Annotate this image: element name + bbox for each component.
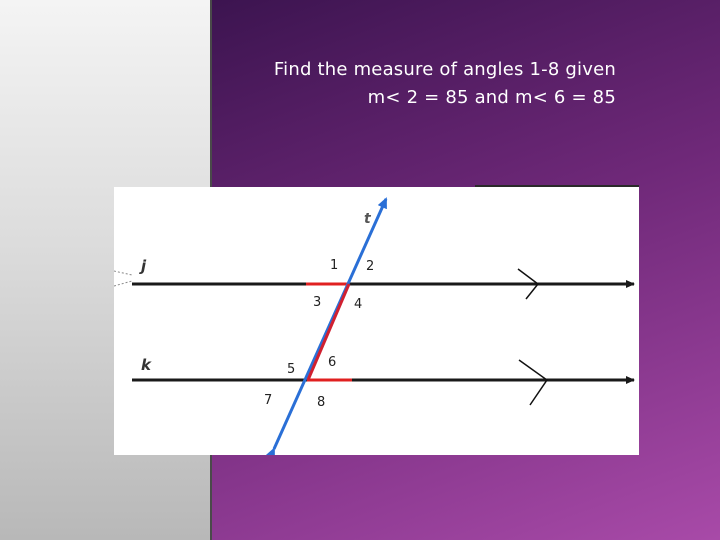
label-t: t xyxy=(364,211,372,227)
transversal-red-segment xyxy=(306,283,351,381)
angle-label-5: 5 xyxy=(287,362,295,377)
parallel-mark-k xyxy=(518,359,549,406)
angle-label-6: 6 xyxy=(328,355,336,370)
angle-label-2: 2 xyxy=(366,259,374,274)
angle-label-4: 4 xyxy=(354,297,362,312)
parallel-lines-figure: t j k 1 2 3 4 5 6 7 8 xyxy=(114,187,639,455)
title-line-2: m< 2 = 85 and m< 6 = 85 xyxy=(367,87,616,108)
diagram-svg: t j k 1 2 3 4 5 6 7 8 xyxy=(114,197,635,455)
angle-label-8: 8 xyxy=(317,395,325,410)
label-k: k xyxy=(141,356,152,374)
transversal-t xyxy=(265,197,388,455)
parallel-mark-j xyxy=(517,268,540,300)
slide-title: Find the measure of angles 1-8 given m< … xyxy=(240,56,616,112)
angle-label-7: 7 xyxy=(264,393,272,408)
dashed-mark-upper xyxy=(114,270,133,276)
label-j: j xyxy=(139,257,147,275)
angle-label-3: 3 xyxy=(313,295,321,310)
title-line-1: Find the measure of angles 1-8 given xyxy=(273,59,616,80)
angle-label-1: 1 xyxy=(330,258,338,273)
dashed-mark-lower xyxy=(114,280,133,287)
